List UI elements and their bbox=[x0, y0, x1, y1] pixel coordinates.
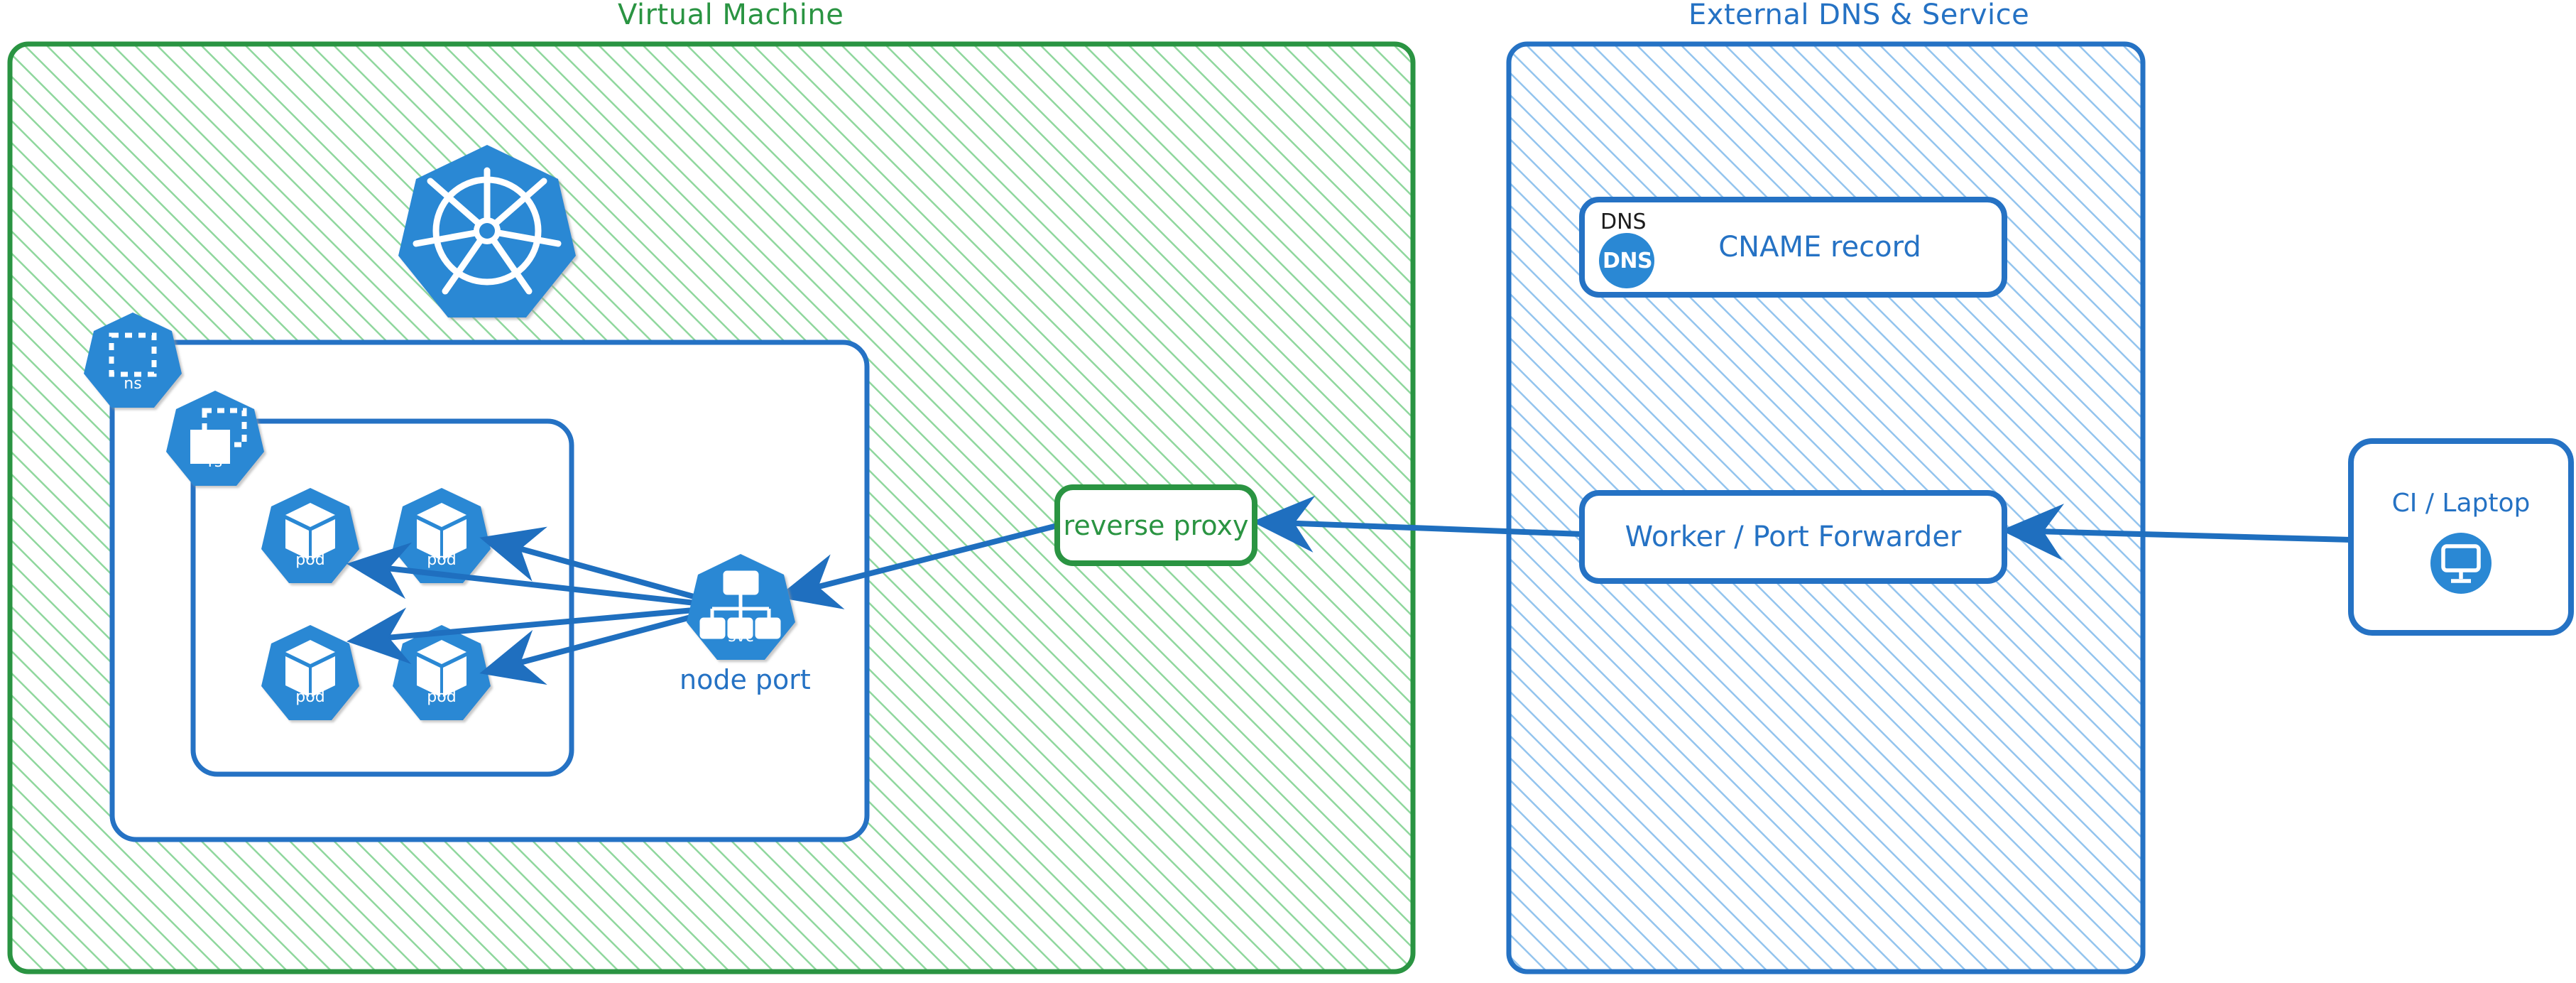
namespace-icon bbox=[84, 313, 182, 408]
replicaset-icon bbox=[166, 391, 264, 486]
group-title-external-dns-service: External DNS & Service bbox=[1688, 0, 2030, 31]
pod-cube-icon bbox=[393, 625, 491, 720]
worker-port-forwarder-box[interactable] bbox=[1579, 490, 2007, 584]
group-title-virtual-machine: Virtual Machine bbox=[618, 0, 844, 31]
dns-circle-icon bbox=[1599, 233, 1654, 288]
dns-title-label: DNS bbox=[1600, 210, 1647, 234]
kubernetes-wheel-icon bbox=[398, 145, 576, 317]
pod-cube-icon bbox=[261, 488, 359, 583]
pod-cube-icon bbox=[393, 488, 491, 583]
pod-cube-icon bbox=[261, 625, 359, 720]
reverse-proxy-box[interactable] bbox=[1054, 484, 1257, 566]
cname-record-box[interactable] bbox=[1579, 197, 2007, 298]
desktop-circle-icon bbox=[2430, 533, 2492, 594]
service-tree-icon bbox=[687, 554, 795, 660]
node-port-label: node port bbox=[680, 664, 811, 695]
